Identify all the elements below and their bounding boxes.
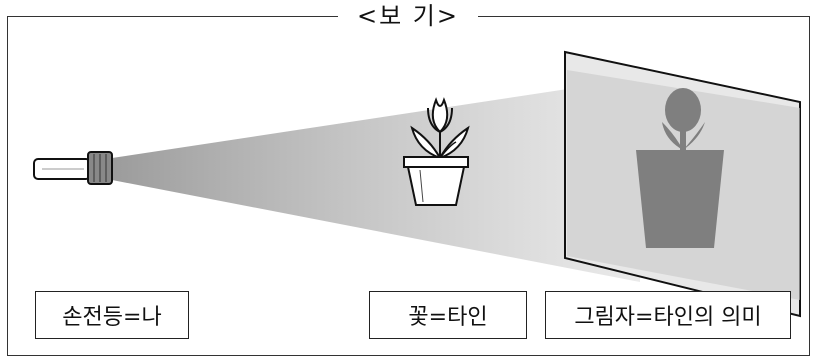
label-flashlight-me: 손전등=나 [35, 291, 189, 339]
shadow-icon [636, 88, 724, 248]
light-beam [112, 78, 640, 282]
label-flower-other: 꽃=타인 [369, 291, 527, 339]
box-title: <보 기> [338, 0, 478, 34]
flower-pot-icon [403, 97, 470, 206]
label-shadow-meaning: 그림자=타인의 의미 [545, 291, 791, 339]
flashlight-icon [33, 151, 113, 185]
